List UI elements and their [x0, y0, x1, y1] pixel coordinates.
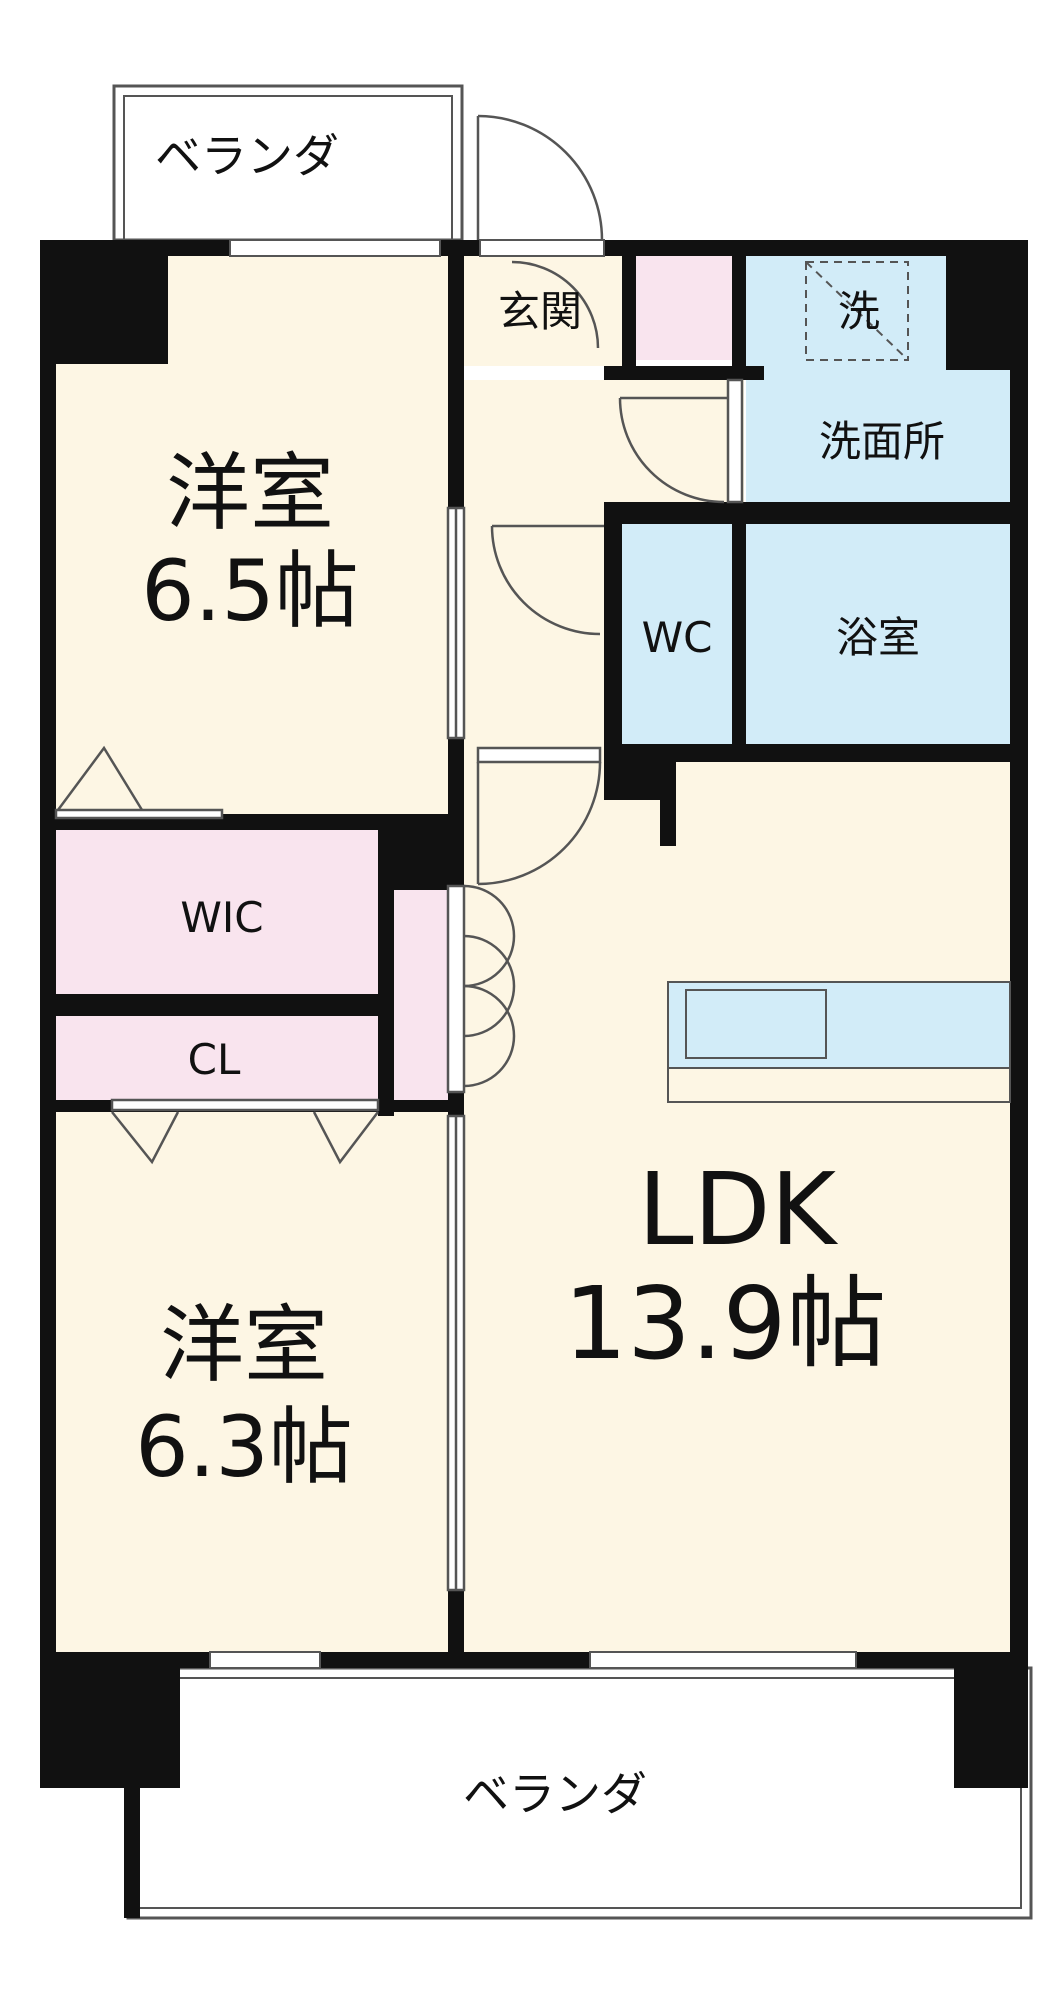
western-room-1-name: 洋室	[166, 444, 334, 542]
wic-floor	[56, 830, 378, 994]
balcony-bottom-label: ベランダ	[463, 1767, 647, 1821]
ldk-size: 13.9帖	[564, 1265, 887, 1382]
windows	[209, 239, 857, 1669]
washer-label: 洗	[838, 287, 880, 336]
entrance-label: 玄関	[498, 287, 582, 336]
ldk-name: LDK	[638, 1151, 839, 1268]
western-room-2-size: 6.3帖	[135, 1398, 353, 1496]
balcony-top-label: ベランダ	[155, 129, 339, 183]
kitchen-counter	[667, 981, 1011, 1103]
wc-floor	[622, 524, 732, 744]
washroom-label: 洗面所	[819, 417, 945, 466]
western-room-2-name: 洋室	[160, 1296, 328, 1394]
ldk-floor	[464, 762, 1010, 1652]
closet-floor	[56, 1016, 378, 1100]
washer-pan	[805, 261, 909, 361]
bathroom-floor	[746, 524, 1010, 744]
balcony-bottom	[126, 1666, 1033, 1920]
hall-storage-floor	[394, 890, 448, 1100]
doors	[54, 114, 744, 1592]
bathroom-label: 浴室	[836, 613, 920, 662]
closet-label: CL	[188, 1035, 241, 1084]
western-room-1-size: 6.5帖	[141, 542, 359, 640]
balcony-top	[112, 84, 464, 242]
western-room-2-floor	[56, 1112, 448, 1652]
wic-label: WIC	[180, 893, 263, 942]
entrance-floor	[464, 256, 622, 366]
wc-label: WC	[642, 613, 713, 662]
